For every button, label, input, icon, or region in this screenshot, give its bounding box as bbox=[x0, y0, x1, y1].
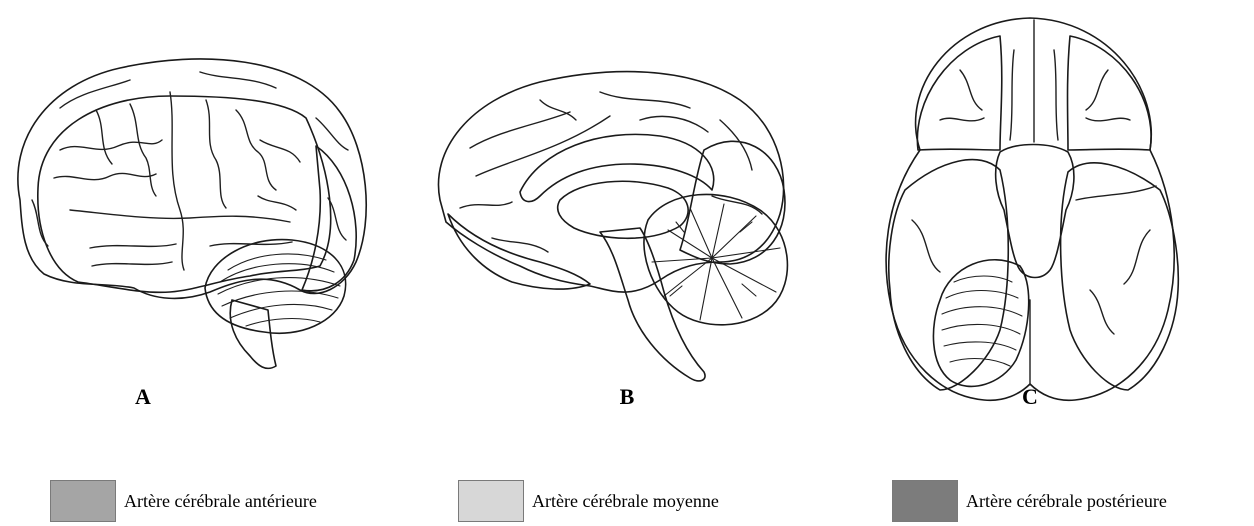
panel-b-posterior-region bbox=[680, 141, 785, 264]
legend-label-posterior: Artère cérébrale postérieure bbox=[966, 491, 1167, 512]
panel-a-anterior-region bbox=[18, 59, 366, 298]
panel-b-corpus-callosum bbox=[520, 134, 714, 201]
panel-label-a: A bbox=[113, 384, 173, 410]
panel-a-posterior-region bbox=[302, 146, 356, 291]
panel-c-posterior-left bbox=[889, 160, 1008, 390]
panel-b-medial-view bbox=[438, 72, 787, 381]
panel-c-cerebellum bbox=[933, 260, 1028, 387]
panel-c-middle-left bbox=[917, 36, 1001, 150]
legend-label-middle: Artère cérébrale moyenne bbox=[532, 491, 719, 512]
legend-swatch-posterior bbox=[892, 480, 958, 522]
legend-item-anterior: Artère cérébrale antérieure bbox=[50, 478, 317, 524]
panel-c-sulci bbox=[912, 20, 1156, 384]
panel-b-brainstem bbox=[600, 228, 705, 381]
legend-swatch-anterior bbox=[50, 480, 116, 522]
panel-label-b: B bbox=[597, 384, 657, 410]
panel-label-c: C bbox=[1000, 384, 1060, 410]
legend-swatch-middle bbox=[458, 480, 524, 522]
legend-item-middle: Artère cérébrale moyenne bbox=[458, 478, 719, 524]
legend-label-anterior: Artère cérébrale antérieure bbox=[124, 491, 317, 512]
legend-item-posterior: Artère cérébrale postérieure bbox=[892, 478, 1167, 524]
panel-a-sulci bbox=[32, 72, 348, 270]
panel-c-middle-right bbox=[1068, 36, 1152, 150]
panel-a-middle-region bbox=[38, 96, 331, 292]
panel-a-lateral-view bbox=[18, 59, 366, 368]
panel-c-cerebellum-folia bbox=[942, 276, 1022, 366]
panel-b-sulci bbox=[460, 92, 762, 252]
panel-c-inferior-view bbox=[886, 18, 1178, 400]
panel-c-posterior-right bbox=[1061, 163, 1179, 390]
